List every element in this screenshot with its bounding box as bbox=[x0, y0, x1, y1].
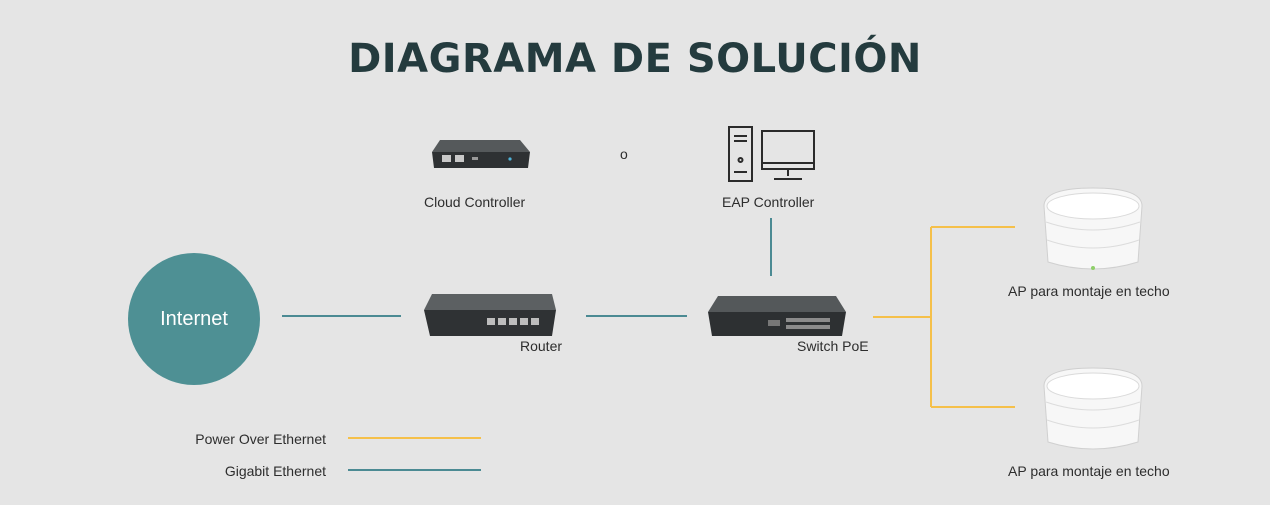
router-label: Router bbox=[520, 338, 563, 354]
diagram-title: DIAGRAMA DE SOLUCIÓN bbox=[348, 36, 922, 82]
ap-top-label: AP para montaje en techo bbox=[1008, 283, 1170, 299]
access-point-icon-top bbox=[1043, 187, 1143, 270]
internet-label: Internet bbox=[160, 307, 228, 330]
ap-bottom-label: AP para montaje en techo bbox=[1008, 463, 1170, 479]
legend-gigabit-label: Gigabit Ethernet bbox=[224, 463, 326, 479]
or-separator: o bbox=[620, 146, 628, 162]
cloud-controller-label: Cloud Controller bbox=[424, 194, 526, 210]
internet-node: Internet bbox=[128, 253, 260, 385]
cloud-controller-icon bbox=[432, 140, 530, 168]
switch-icon bbox=[708, 296, 846, 336]
computer-icon bbox=[728, 126, 815, 182]
switch-label: Switch PoE bbox=[797, 338, 869, 354]
router-icon bbox=[424, 294, 556, 336]
access-point-icon-bottom bbox=[1043, 367, 1143, 450]
eap-controller-label: EAP Controller bbox=[722, 194, 815, 210]
legend-poe-label: Power Over Ethernet bbox=[195, 431, 326, 447]
